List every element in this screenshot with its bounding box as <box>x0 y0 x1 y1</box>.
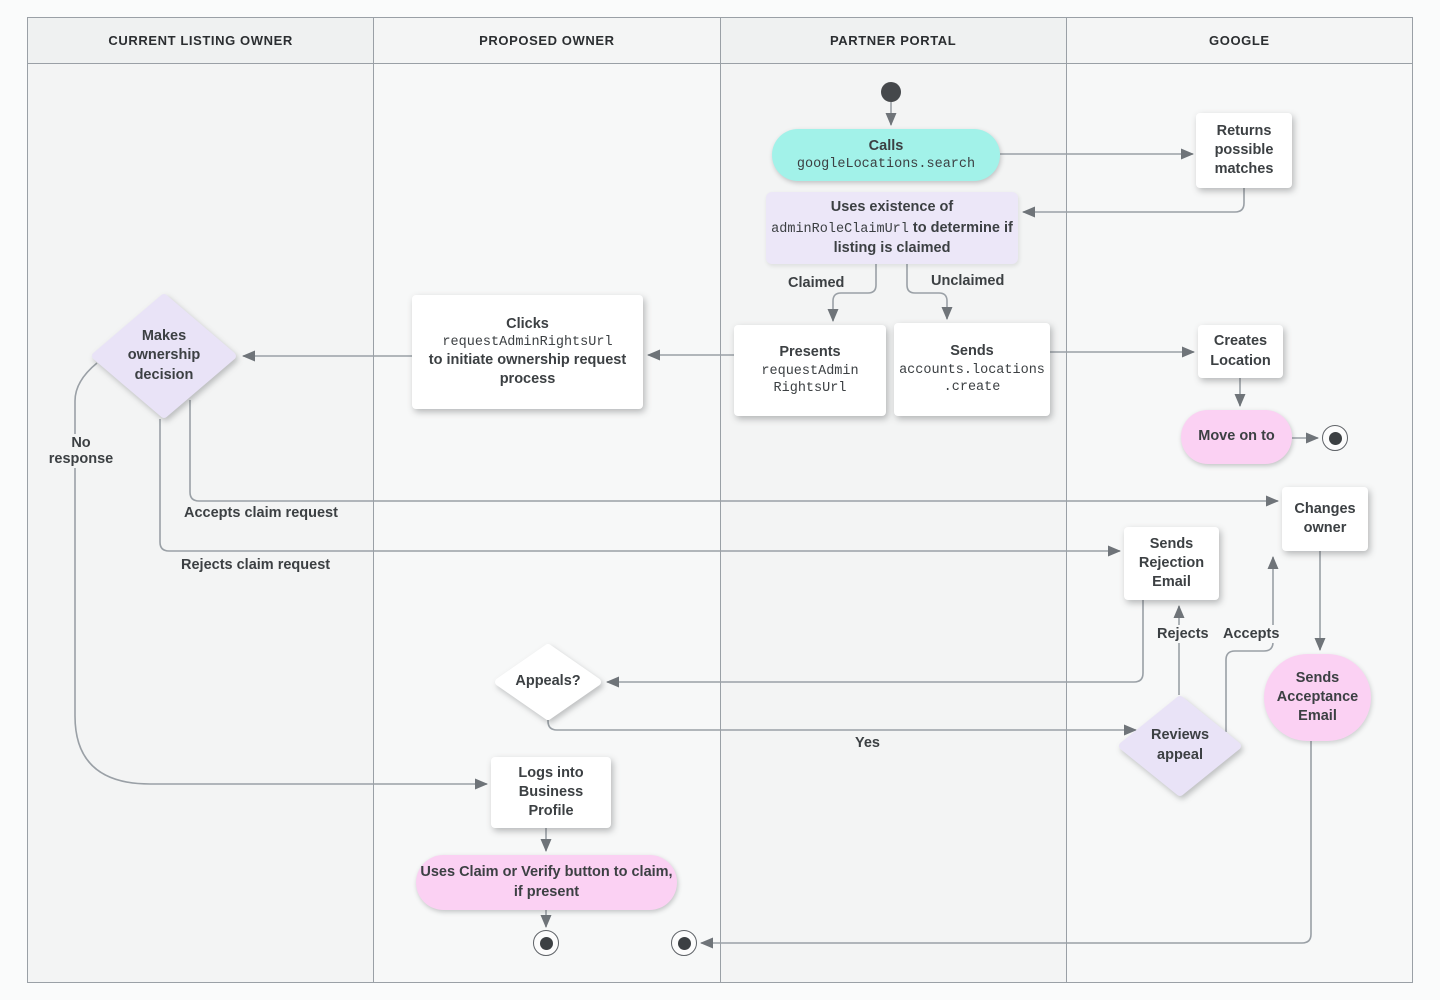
node-clicks-request-admin-rights-url: Clicks requestAdminRightsUrl to initiate… <box>412 295 643 409</box>
node-creates-location: Creates Location <box>1198 325 1283 378</box>
lane-current-listing-owner: CURRENT LISTING OWNER <box>28 18 374 982</box>
edge-label-accepts-claim-request: Accepts claim request <box>179 504 343 522</box>
end-node-partner-portal <box>671 930 697 956</box>
edge-label-accepts: Accepts <box>1218 625 1285 643</box>
node-logs-into-business-profile: Logs into Business Profile <box>491 757 611 828</box>
node-text: Appeals? <box>515 673 581 690</box>
node-text: Logs into Business Profile <box>518 764 584 820</box>
node-text-post: to determine if listing is claimed <box>833 219 1013 257</box>
node-text: Uses existence of adminRoleClaimUrl to d… <box>770 197 1014 258</box>
node-code-line-2: .create <box>943 380 1001 396</box>
node-returns-possible-matches: Returns possible matches <box>1196 113 1292 188</box>
edge-label-unclaimed: Unclaimed <box>926 272 1010 290</box>
node-code: requestAdminRightsUrl <box>442 334 613 350</box>
diamond-shape <box>92 294 236 418</box>
decision-makes-ownership-decision: Makes ownership decision <box>92 294 236 418</box>
start-node <box>881 82 901 102</box>
node-text: Sends Acceptance Email <box>1276 669 1359 725</box>
node-text: Sends Rejection Email <box>1138 535 1205 591</box>
node-text: Returns possible matches <box>1214 122 1274 178</box>
node-text-pre: Uses existence of <box>830 199 954 216</box>
lane-proposed-owner: PROPOSED OWNER <box>373 18 720 982</box>
decision-appeals: Appeals? <box>495 644 601 720</box>
diamond-shape <box>495 644 601 720</box>
node-code-line-2: RightsUrl <box>773 381 847 397</box>
end-node-proposed-owner <box>533 930 559 956</box>
node-text: Changes owner <box>1294 500 1356 536</box>
node-code-line-1: requestAdmin <box>761 363 859 379</box>
node-text: Move on to <box>1198 428 1275 445</box>
node-uses-existence-admin-role-claim-url: Uses existence of adminRoleClaimUrl to d… <box>766 192 1018 264</box>
edge-label-rejects: Rejects <box>1152 625 1214 643</box>
end-node-google <box>1322 425 1348 451</box>
node-title: Presents <box>779 344 841 361</box>
lane-header-proposed-owner: PROPOSED OWNER <box>374 18 720 64</box>
node-title: Sends <box>950 343 994 360</box>
node-sends-acceptance-email: Sends Acceptance Email <box>1264 654 1371 741</box>
node-text: Makes ownership decision <box>127 327 201 383</box>
node-uses-claim-or-verify-button: Uses Claim or Verify button to claim, if… <box>416 855 677 910</box>
node-calls-google-locations-search: Calls googleLocations.search <box>772 129 1000 181</box>
edge-label-yes: Yes <box>850 734 885 752</box>
node-title: Calls <box>868 137 904 154</box>
node-text-post: to initiate ownership request process <box>428 352 627 388</box>
node-move-on-to: Move on to <box>1181 410 1292 464</box>
node-presents-request-admin-rights-url: Presents requestAdmin RightsUrl <box>734 325 886 416</box>
node-text: Uses Claim or Verify button to claim, if… <box>420 864 673 900</box>
node-sends-accounts-locations-create: Sends accounts.locations .create <box>894 323 1050 416</box>
node-sends-rejection-email: Sends Rejection Email <box>1124 527 1219 600</box>
node-text: Reviews appeal <box>1150 727 1210 763</box>
decision-reviews-appeal: Reviews appeal <box>1119 696 1241 796</box>
edge-label-claimed: Claimed <box>783 274 850 292</box>
lane-body-proposed-owner <box>374 64 720 982</box>
edge-label-rejects-claim-request: Rejects claim request <box>176 556 336 574</box>
lane-header-google: GOOGLE <box>1066 18 1412 64</box>
node-text: Creates Location <box>1210 333 1271 369</box>
node-changes-owner: Changes owner <box>1282 487 1368 551</box>
lane-body-current-listing-owner <box>28 64 374 982</box>
lane-header-current-listing-owner: CURRENT LISTING OWNER <box>28 18 374 64</box>
node-code: adminRoleClaimUrl <box>771 221 909 237</box>
lane-header-partner-portal: PARTNER PORTAL <box>720 18 1066 64</box>
node-code: googleLocations.search <box>796 156 976 172</box>
node-title: Clicks <box>506 315 549 332</box>
edge-label-no-response: No response <box>38 434 124 468</box>
diamond-shape <box>1119 696 1241 796</box>
node-code-line-1: accounts.locations <box>899 362 1045 378</box>
